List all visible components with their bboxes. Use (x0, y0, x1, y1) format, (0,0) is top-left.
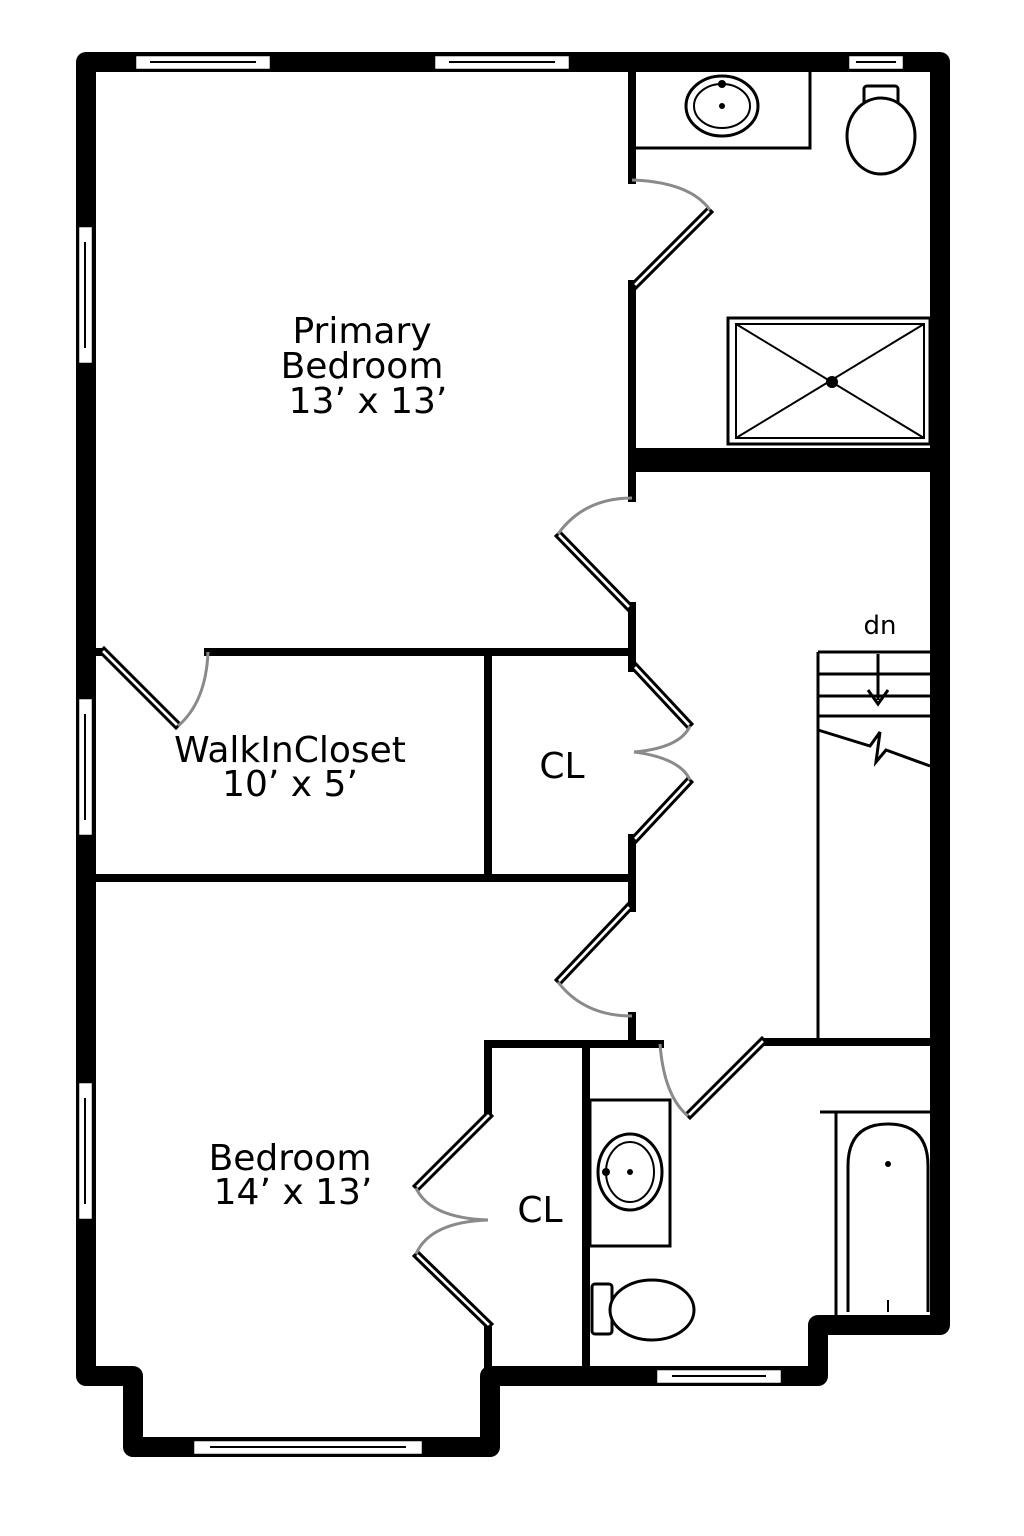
primary-entry-door (553, 496, 635, 613)
window-bottom-bath (654, 1367, 784, 1386)
hall-toilet (590, 1278, 696, 1342)
primary-toilet (845, 84, 917, 176)
hall-bath-door (658, 1035, 769, 1121)
bedroom-closet-door-top (411, 1109, 495, 1222)
walk-in-closet-name: WalkInCloset (174, 730, 406, 771)
window-top-left (133, 53, 273, 72)
hall-vanity (588, 1098, 672, 1248)
primary-bedroom-name-line2: Bedroom (281, 346, 444, 387)
window-top-bath (846, 53, 906, 72)
window-left-bedroom (76, 1080, 95, 1222)
bedroom-size: 14’ x 13’ (214, 1172, 373, 1213)
bedroom-closet-door-bottom (411, 1218, 495, 1331)
shower (726, 316, 932, 446)
walk-in-closet-size: 10’ x 5’ (222, 764, 358, 805)
staircase (816, 650, 931, 1040)
primary-bath-door (629, 178, 715, 291)
hall-closet-door-top (629, 661, 695, 754)
exterior-wall (76, 52, 950, 1457)
bedroom-name: Bedroom (209, 1138, 372, 1179)
stairs-direction-label: dn (864, 611, 897, 641)
window-left-primary (76, 224, 95, 366)
closet-door (97, 645, 210, 731)
primary-sink (684, 74, 760, 138)
window-top-center (432, 53, 572, 72)
primary-bedroom-size: 13’ x 13’ (289, 381, 448, 422)
bedroom-closet-name: CL (517, 1190, 562, 1231)
hall-closet-door-bottom (629, 750, 695, 845)
primary-bedroom-name-line1: Primary (292, 311, 431, 352)
primary-vanity (636, 70, 812, 150)
bathtub (820, 1110, 932, 1318)
window-left-closet (76, 696, 95, 838)
bedroom-entry-door (553, 901, 635, 1018)
hall-closet-name: CL (539, 746, 584, 787)
window-bottom-bedroom (191, 1438, 425, 1457)
